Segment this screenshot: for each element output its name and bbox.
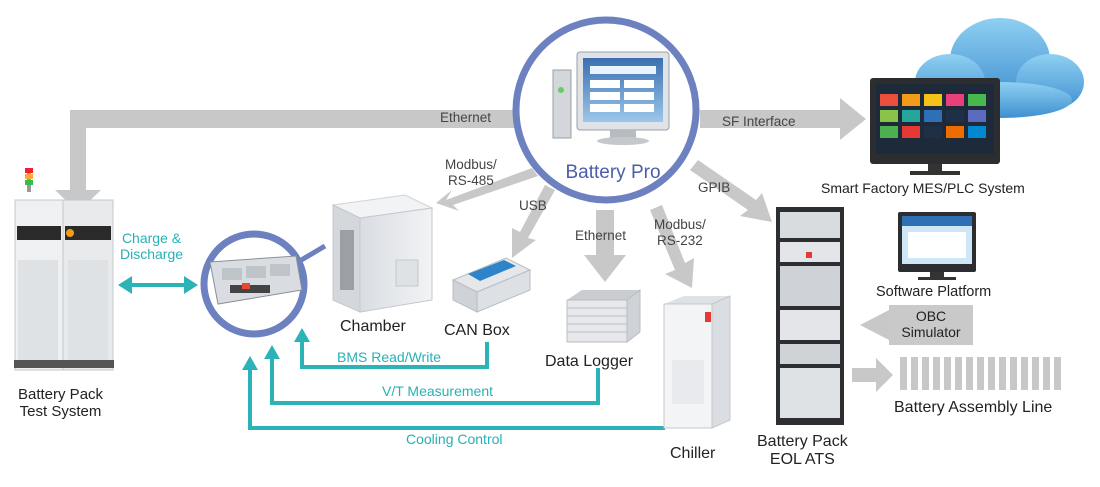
teal-bms xyxy=(294,328,489,369)
assembly-line-icon xyxy=(900,357,1061,390)
mes-monitor-icon xyxy=(870,78,1000,175)
label-chamber: Chamber xyxy=(340,318,406,335)
arrow-assembly xyxy=(852,358,893,392)
arrow-usb xyxy=(512,185,555,258)
label-ethernet-mid: Ethernet xyxy=(575,228,627,243)
teal-vt xyxy=(264,345,600,405)
label-mes-plc: Smart Factory MES/PLC System xyxy=(821,180,1025,196)
label-charge-discharge: Charge & Discharge xyxy=(120,230,184,263)
label-obc-simulator: OBC Simulator xyxy=(889,305,973,345)
label-bms-read-write: BMS Read/Write xyxy=(337,349,441,365)
zoom-connector xyxy=(296,243,327,265)
arrow-gpib xyxy=(690,160,772,222)
label-test-system: Battery Pack Test System xyxy=(18,386,104,421)
label-can-box: CAN Box xyxy=(444,322,510,339)
can-box-icon xyxy=(451,257,532,313)
arrow-ethernet-mid xyxy=(584,210,626,282)
chiller-icon xyxy=(663,295,731,429)
label-gpib: GPIB xyxy=(698,180,731,195)
software-platform-icon xyxy=(898,212,976,280)
label-software-platform: Software Platform xyxy=(876,284,992,300)
label-data-logger: Data Logger xyxy=(545,353,634,370)
arrow-obc xyxy=(860,310,889,340)
label-sf-interface: SF Interface xyxy=(722,114,796,129)
chamber-icon xyxy=(331,194,434,313)
label-cooling-control: Cooling Control xyxy=(406,431,503,447)
battery-pro-hub xyxy=(512,16,700,204)
label-eol-ats: Battery Pack EOL ATS xyxy=(757,433,848,469)
label-modbus-rs232: Modbus/ RS-232 xyxy=(654,217,706,248)
data-logger-icon xyxy=(566,288,641,344)
arrow-modbus-rs485 xyxy=(436,168,538,211)
teal-cooling xyxy=(242,356,665,430)
teal-charge-discharge xyxy=(118,276,198,294)
label-vt-measurement: V/T Measurement xyxy=(382,383,494,399)
label-assembly-line: Battery Assembly Line xyxy=(894,399,1053,416)
label-modbus-rs485: Modbus/ RS-485 xyxy=(445,157,497,188)
arrow-modbus-rs232 xyxy=(650,205,694,288)
eol-ats-rack-icon xyxy=(776,207,844,425)
hub-title: Battery Pro xyxy=(565,162,661,183)
battery-pack-icon xyxy=(200,230,308,338)
label-ethernet-top: Ethernet xyxy=(440,110,492,125)
battery-test-system-icon xyxy=(14,168,114,371)
arrow-ethernet-top xyxy=(55,110,520,212)
label-chiller: Chiller xyxy=(670,445,716,462)
arrow-sf-interface xyxy=(700,98,866,140)
label-usb: USB xyxy=(519,198,547,213)
